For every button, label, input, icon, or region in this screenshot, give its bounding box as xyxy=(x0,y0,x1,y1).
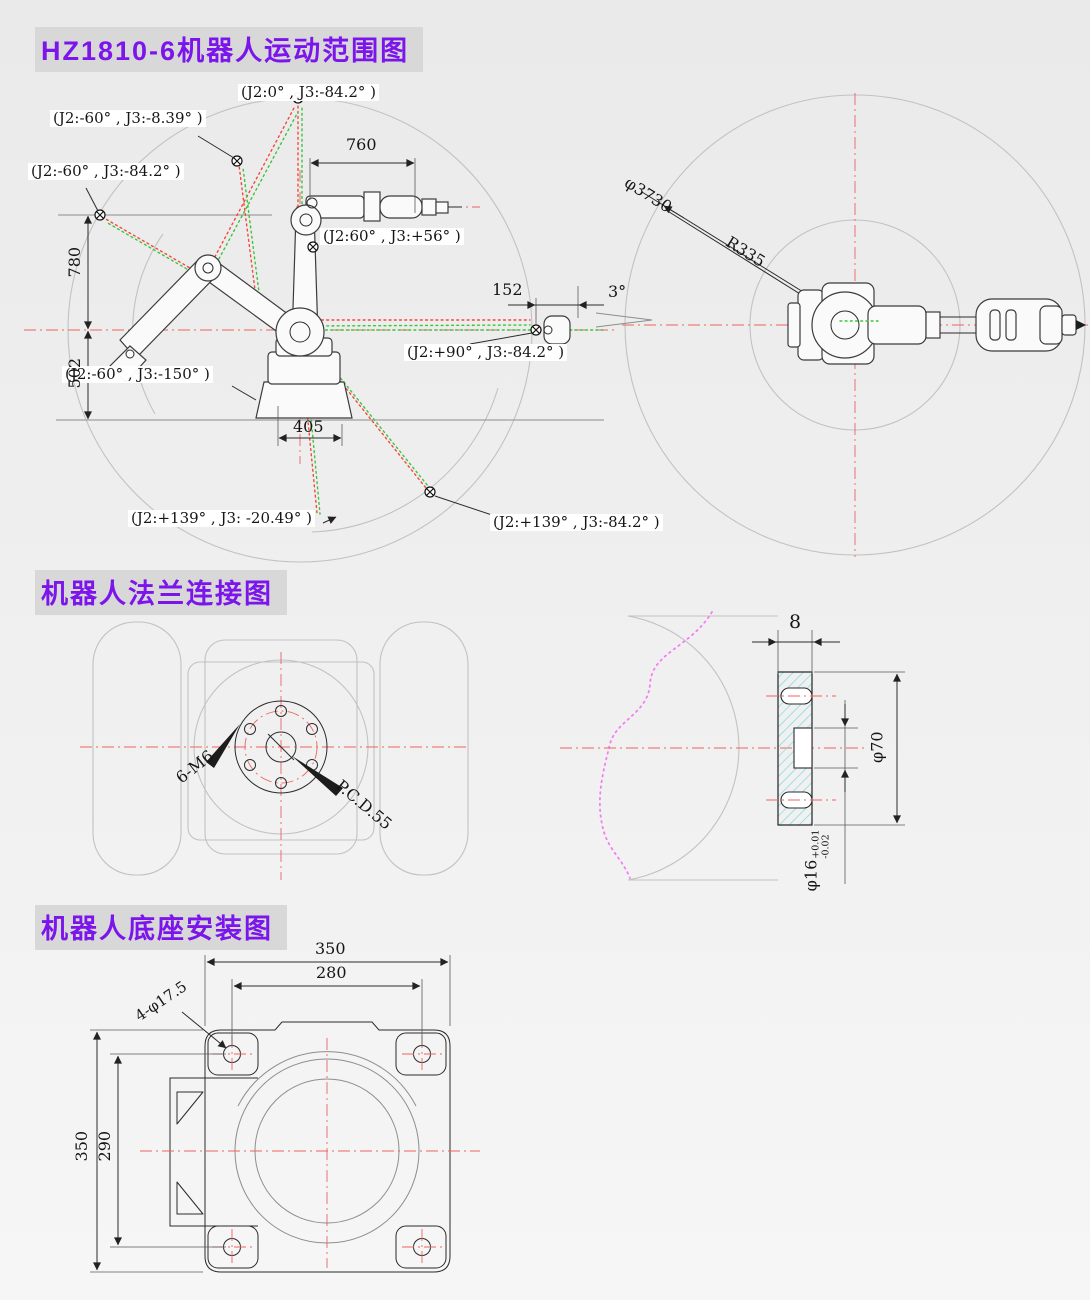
dim-lower-502: 502 xyxy=(65,357,85,389)
pose-label-j2-m60-b: (J2:-60° , J3:-84.2° ) xyxy=(28,162,184,181)
dim-upper-780: 780 xyxy=(65,246,85,278)
dim-reach-760: 760 xyxy=(346,135,377,154)
dim-offset-405: 405 xyxy=(293,417,324,436)
dim-wrist-152: 152 xyxy=(492,280,523,299)
bore-tolerance: +0.01-0.02 xyxy=(810,829,832,859)
pose-label-j2-139-b: (J2:+139° , J3:-84.2° ) xyxy=(490,513,663,532)
dim-base-height-holes: 290 xyxy=(95,1130,115,1162)
dim-flange-outer-dia: φ70 xyxy=(867,731,887,763)
base-section-title: 机器人底座安装图 xyxy=(35,905,287,950)
pose-label-j2-60: (J2:60° , J3:+56° ) xyxy=(320,227,464,246)
motion-section-title: HZ1810-6机器人运动范围图 xyxy=(35,27,424,72)
pose-label-j2-0: (J2:0° , J3:-84.2° ) xyxy=(238,83,380,102)
dim-base-width-holes: 280 xyxy=(316,963,347,982)
base-plan-view xyxy=(90,955,480,1273)
dim-flange-thickness: 8 xyxy=(789,611,802,633)
pose-label-j2-90: (J2:+90° , J3:-84.2° ) xyxy=(404,343,568,362)
dim-base-height-outer: 350 xyxy=(72,1130,92,1162)
flange-section-title: 机器人法兰连接图 xyxy=(35,570,287,615)
bore-value: φ16 xyxy=(801,859,821,892)
dim-flange-bore: φ16+0.01-0.02 xyxy=(801,829,832,892)
flange-section-view xyxy=(560,611,905,884)
flange-front-view xyxy=(80,621,470,880)
pose-label-j2-m60-a: (J2:-60° , J3:-8.39° ) xyxy=(50,109,206,128)
pose-label-j2-m60-c: (J2:-60° , J3:-150° ) xyxy=(62,365,213,384)
pose-label-j2-139-a: (J2:+139° , J3: -20.49° ) xyxy=(128,509,315,528)
dim-base-width-outer: 350 xyxy=(315,939,346,958)
motion-top-view xyxy=(595,93,1088,557)
dim-tilt-3deg: 3° xyxy=(608,282,627,301)
